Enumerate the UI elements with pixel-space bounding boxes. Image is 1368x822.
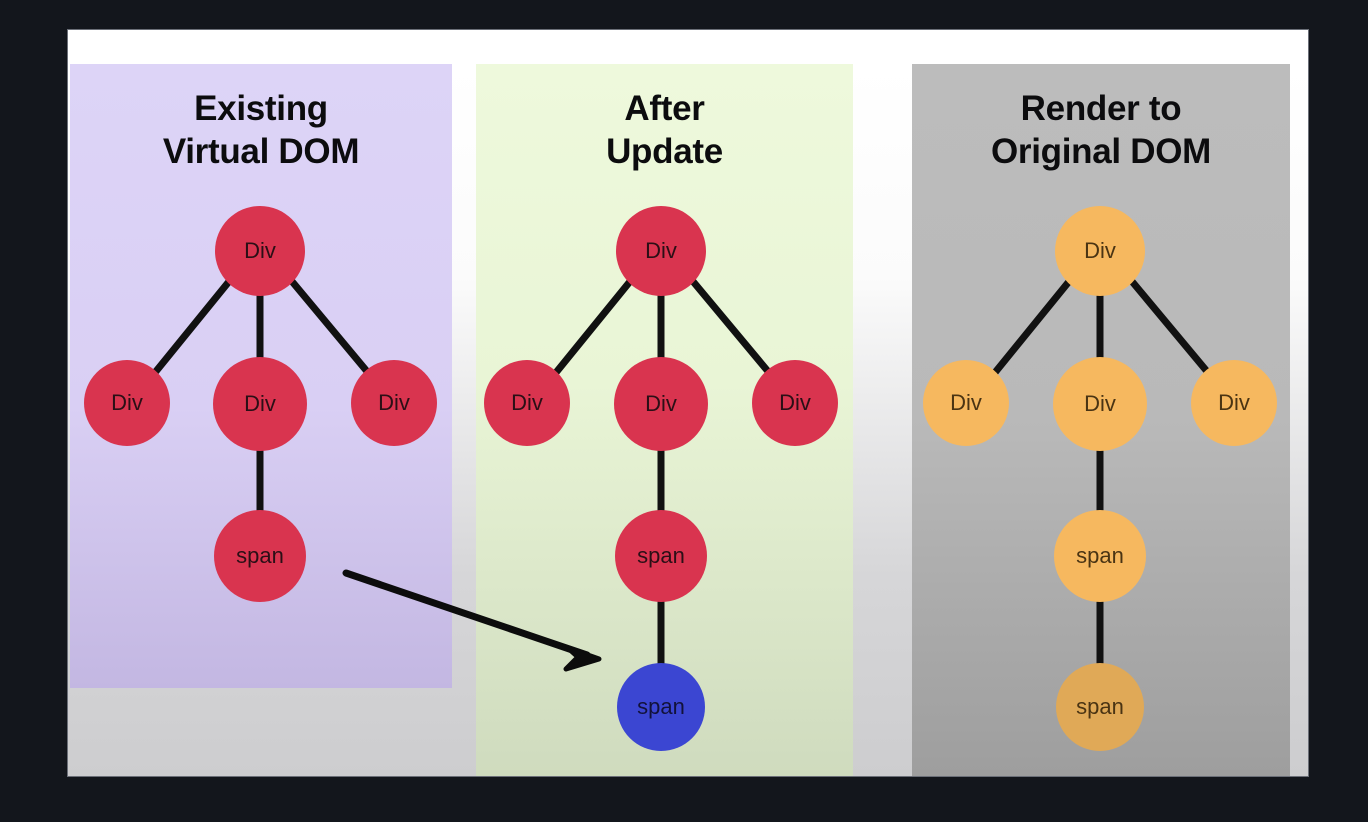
panel-title-line2: Virtual DOM xyxy=(162,131,360,171)
node-after-child-1-div[interactable]: Div xyxy=(484,360,570,446)
node-label: span xyxy=(1076,543,1124,568)
node-render-root-div[interactable]: Div xyxy=(1055,206,1145,296)
node-render-span[interactable]: span xyxy=(1054,510,1146,602)
node-label: Div xyxy=(950,390,982,415)
panel-title-line1: After xyxy=(624,89,705,128)
node-label: Div xyxy=(244,391,276,416)
node-render-child-1-div[interactable]: Div xyxy=(923,360,1009,446)
node-after-child-3-div[interactable]: Div xyxy=(752,360,838,446)
node-render-child-3-div[interactable]: Div xyxy=(1191,360,1277,446)
node-label: Div xyxy=(111,390,143,415)
node-label: Div xyxy=(645,391,677,416)
node-existing-span[interactable]: span xyxy=(214,510,306,602)
panel-title-line2: Original DOM xyxy=(990,131,1212,171)
node-label: Div xyxy=(244,238,276,263)
node-label: Div xyxy=(645,238,677,263)
node-label: span xyxy=(1076,694,1124,719)
panel-title-line1: Render to xyxy=(1020,89,1182,128)
node-label: Div xyxy=(779,390,811,415)
node-existing-child-2-div[interactable]: Div xyxy=(213,357,307,451)
node-label: Div xyxy=(511,390,543,415)
node-existing-root-div[interactable]: Div xyxy=(215,206,305,296)
node-render-new-span[interactable]: span xyxy=(1056,663,1144,751)
panel-title-after-update: After Update xyxy=(476,88,853,173)
node-existing-child-3-div[interactable]: Div xyxy=(351,360,437,446)
panel-title-render-original: Render to Original DOM xyxy=(912,88,1290,173)
node-label: Div xyxy=(1084,391,1116,416)
node-label: Div xyxy=(1084,238,1116,263)
node-label: Div xyxy=(378,390,410,415)
node-after-root-div[interactable]: Div xyxy=(616,206,706,296)
node-after-new-span[interactable]: span xyxy=(617,663,705,751)
panel-title-line2: Update xyxy=(606,131,723,171)
slide: Existing Virtual DOM After Update Render… xyxy=(68,30,1308,776)
node-render-child-2-div[interactable]: Div xyxy=(1053,357,1147,451)
panel-title-line1: Existing xyxy=(194,89,328,128)
node-existing-child-1-div[interactable]: Div xyxy=(84,360,170,446)
node-after-child-2-div[interactable]: Div xyxy=(614,357,708,451)
node-label: span xyxy=(236,543,284,568)
panel-title-existing: Existing Virtual DOM xyxy=(70,88,452,173)
node-label: span xyxy=(637,543,685,568)
node-after-span[interactable]: span xyxy=(615,510,707,602)
node-label: span xyxy=(637,694,685,719)
node-label: Div xyxy=(1218,390,1250,415)
